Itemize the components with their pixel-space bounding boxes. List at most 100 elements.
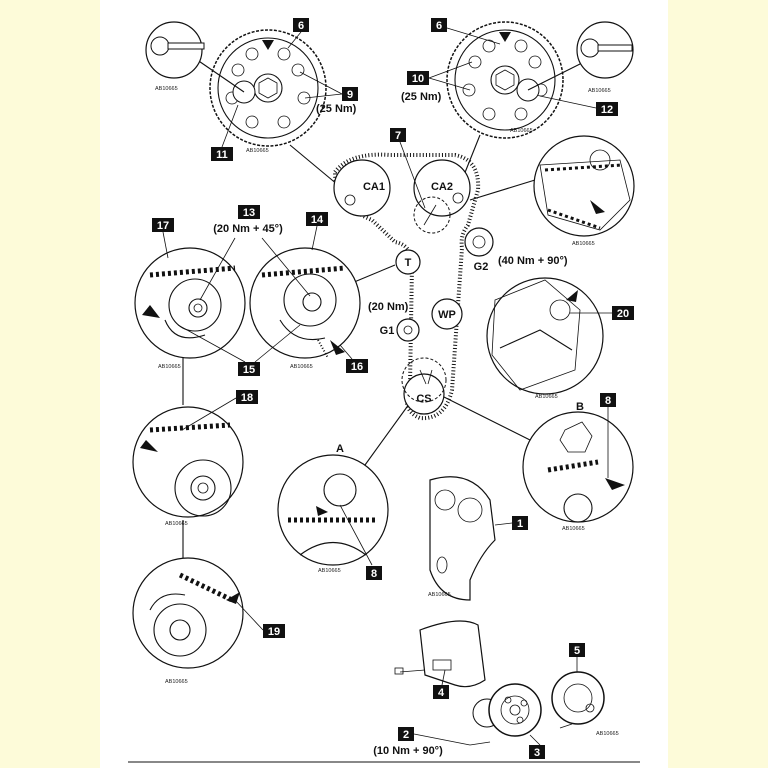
callout-16: 16 xyxy=(339,344,368,373)
pulley-ca1-label: CA1 xyxy=(363,181,385,193)
pulley-ca2: CA2 xyxy=(413,159,471,217)
svg-text:3: 3 xyxy=(534,747,540,759)
callout-10: 10 xyxy=(407,61,473,91)
callout-19: 19 xyxy=(234,599,285,638)
pulley-ca2-label: CA2 xyxy=(431,181,453,193)
crank-sprocket-plate: AB10665 xyxy=(551,671,619,737)
sprocket-right-ref: AB10665 xyxy=(510,128,533,134)
callout-15: 15 xyxy=(177,324,301,376)
detail-view-a: AB10665 A xyxy=(277,443,389,574)
torque-item-9: (25 Nm) xyxy=(316,103,357,115)
svg-text:17: 17 xyxy=(157,220,169,232)
pulley-g1: G1 xyxy=(380,318,420,342)
timing-belt xyxy=(332,152,481,421)
item-5-ref: AB10665 xyxy=(596,731,619,737)
torque-item-2: (10 Nm + 90°) xyxy=(373,745,443,757)
detail-20-ref: AB10665 xyxy=(535,394,558,400)
detail-19-ref: AB10665 xyxy=(165,679,188,685)
callout-17: 17 xyxy=(152,218,174,259)
torque-item-10: (25 Nm) xyxy=(401,91,442,103)
item-1-ref: AB10665 xyxy=(428,592,451,598)
pulley-water-pump: WP xyxy=(431,298,463,330)
pulley-g2: G2 xyxy=(464,227,494,273)
callout-1: 1 xyxy=(512,516,528,530)
svg-text:12: 12 xyxy=(601,104,613,116)
callout-11: 11 xyxy=(211,104,239,161)
svg-text:6: 6 xyxy=(298,20,304,32)
detail-cam-gear: AB10665 xyxy=(533,135,635,247)
detail-20: AB10665 xyxy=(486,277,604,400)
svg-text:9: 9 xyxy=(347,89,353,101)
bolt-inset-left: AB10665 xyxy=(145,21,205,92)
detail-18: AB10665 xyxy=(132,406,244,527)
torque-g1: (20 Nm) xyxy=(368,301,409,313)
svg-text:4: 4 xyxy=(438,687,445,699)
callout-8-a: 8 xyxy=(366,566,382,580)
pulley-crankshaft: CS xyxy=(401,357,447,415)
svg-text:13: 13 xyxy=(243,207,255,219)
svg-text:16: 16 xyxy=(351,361,363,373)
svg-text:6: 6 xyxy=(436,20,442,32)
callout-8-b: 8 xyxy=(600,393,616,478)
detail-14-ref: AB10665 xyxy=(290,364,313,370)
bolt-inset-left-ref: AB10665 xyxy=(155,86,178,92)
pulley-ca1: CA1 xyxy=(333,159,391,217)
detail-19: AB10665 xyxy=(132,557,244,685)
pulley-tensioner-label: T xyxy=(405,257,412,269)
detail-view-b: AB10665 B xyxy=(522,401,634,532)
callout-12: 12 xyxy=(539,95,618,116)
svg-text:1: 1 xyxy=(517,518,523,530)
callout-5: 5 xyxy=(569,643,585,672)
svg-text:15: 15 xyxy=(243,364,255,376)
callout-14: 14 xyxy=(306,212,328,251)
svg-text:14: 14 xyxy=(311,214,324,226)
pulley-wp-label: WP xyxy=(438,309,456,321)
svg-text:11: 11 xyxy=(216,149,228,161)
callout-9: 9 xyxy=(299,71,358,101)
svg-text:18: 18 xyxy=(241,392,253,404)
callout-2: 2 xyxy=(398,727,471,746)
detail-tensioner-14: AB10665 xyxy=(249,247,361,370)
callout-6-left: 6 xyxy=(287,18,309,49)
svg-text:7: 7 xyxy=(395,130,401,142)
svg-text:8: 8 xyxy=(605,395,611,407)
callout-4: 4 xyxy=(433,685,449,699)
callout-13: 13 xyxy=(199,205,311,301)
bolt-inset-right-ref: AB10665 xyxy=(588,88,611,94)
callout-18: 18 xyxy=(181,390,258,431)
detail-tensioner-17: AB10665 xyxy=(134,247,246,370)
pulley-g1-label: G1 xyxy=(380,325,395,337)
svg-text:2: 2 xyxy=(403,729,409,741)
detail-b-ref: AB10665 xyxy=(562,526,585,532)
svg-text:20: 20 xyxy=(617,308,629,320)
detail-a-label: A xyxy=(336,443,344,455)
crankshaft-pulley xyxy=(469,683,542,746)
detail-b-label: B xyxy=(576,401,584,413)
pulley-g2-label: G2 xyxy=(474,261,489,273)
svg-text:5: 5 xyxy=(574,645,580,657)
pointer-7 xyxy=(423,204,437,226)
svg-text:19: 19 xyxy=(268,626,280,638)
torque-item-13: (20 Nm + 45°) xyxy=(213,223,283,235)
callout-7: 7 xyxy=(390,128,426,209)
bolt-inset-right: AB10665 xyxy=(576,21,634,94)
torque-g2: (40 Nm + 90°) xyxy=(498,255,568,267)
timing-cover-lower xyxy=(394,620,486,688)
detail-a-ref: AB10665 xyxy=(318,568,341,574)
detail-18-ref: AB10665 xyxy=(165,521,188,527)
svg-text:10: 10 xyxy=(412,73,424,85)
camshaft-sprocket-right: AB10665 xyxy=(446,21,589,139)
svg-text:8: 8 xyxy=(371,568,377,580)
sprocket-left-ref: AB10665 xyxy=(246,148,269,154)
dashed-detail-circle-7 xyxy=(413,196,451,234)
callout-20: 20 xyxy=(570,306,634,320)
callout-3: 3 xyxy=(529,745,545,759)
callout-6-right: 6 xyxy=(431,18,501,45)
detail-cam-gear-ref: AB10665 xyxy=(572,241,595,247)
pulley-tensioner: T xyxy=(395,249,421,275)
detail-17-ref: AB10665 xyxy=(158,364,181,370)
pulley-cs-label: CS xyxy=(416,393,431,405)
timing-cover-upper: AB10665 xyxy=(428,476,513,601)
